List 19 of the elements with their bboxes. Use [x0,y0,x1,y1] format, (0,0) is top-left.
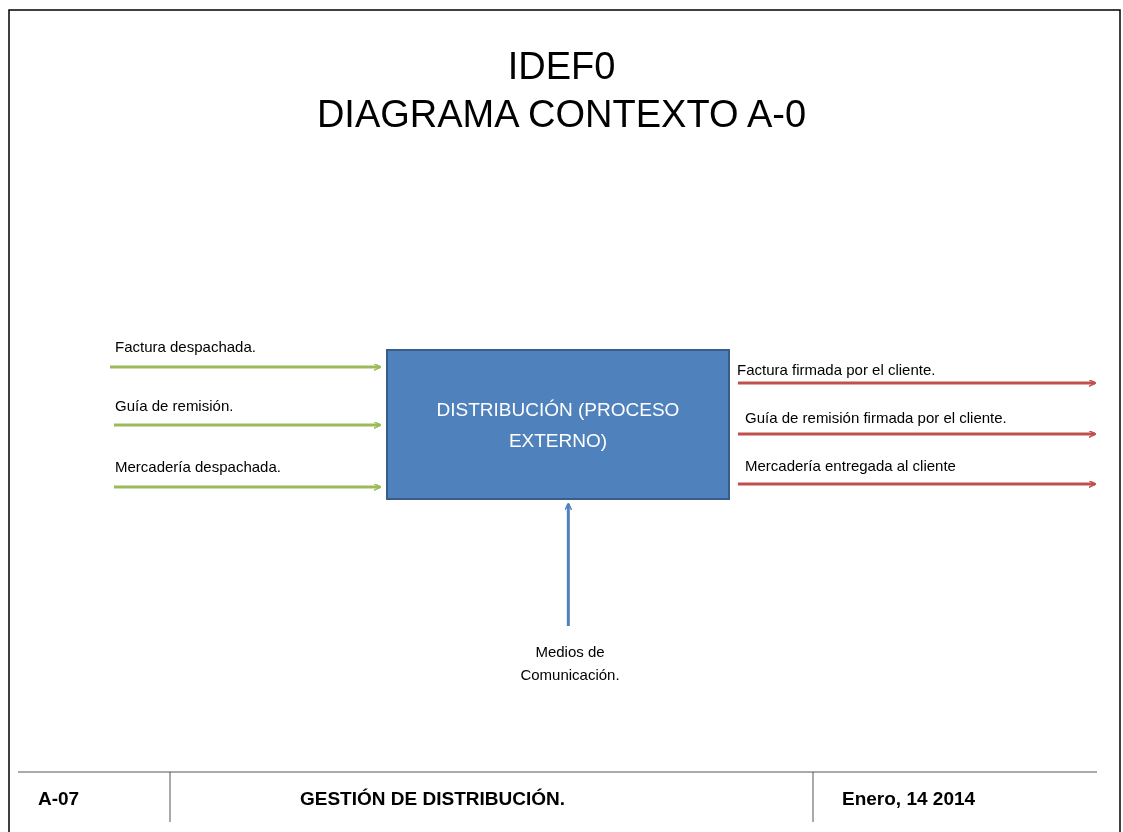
edge-label: Guía de remisión. [115,397,234,414]
mechanism-label: Medios de Comunicación. [500,640,640,686]
arrow [564,502,573,626]
arrow [114,420,382,430]
edge-label: Factura despachada. [115,338,256,355]
footer-date: Enero, 14 2014 [842,788,976,810]
arrow [738,378,1097,388]
footer-title: GESTIÓN DE DISTRIBUCIÓN. [300,788,565,810]
process-box: DISTRIBUCIÓN (PROCESO EXTERNO) [386,349,730,500]
edge-label: Mercadería despachada. [115,458,281,475]
diagram-code: A-07 [38,788,80,810]
edge-label: Mercadería entregada al cliente [745,457,956,474]
edge-label: Factura firmada por el cliente. [737,361,936,378]
arrow [738,479,1097,489]
arrow [114,482,382,492]
arrow [110,362,382,372]
arrow [738,429,1097,439]
edge-label: Guía de remisión firmada por el cliente. [745,409,1007,426]
diagram-title: IDEF0 DIAGRAMA CONTEXTO A-0 [315,44,808,137]
